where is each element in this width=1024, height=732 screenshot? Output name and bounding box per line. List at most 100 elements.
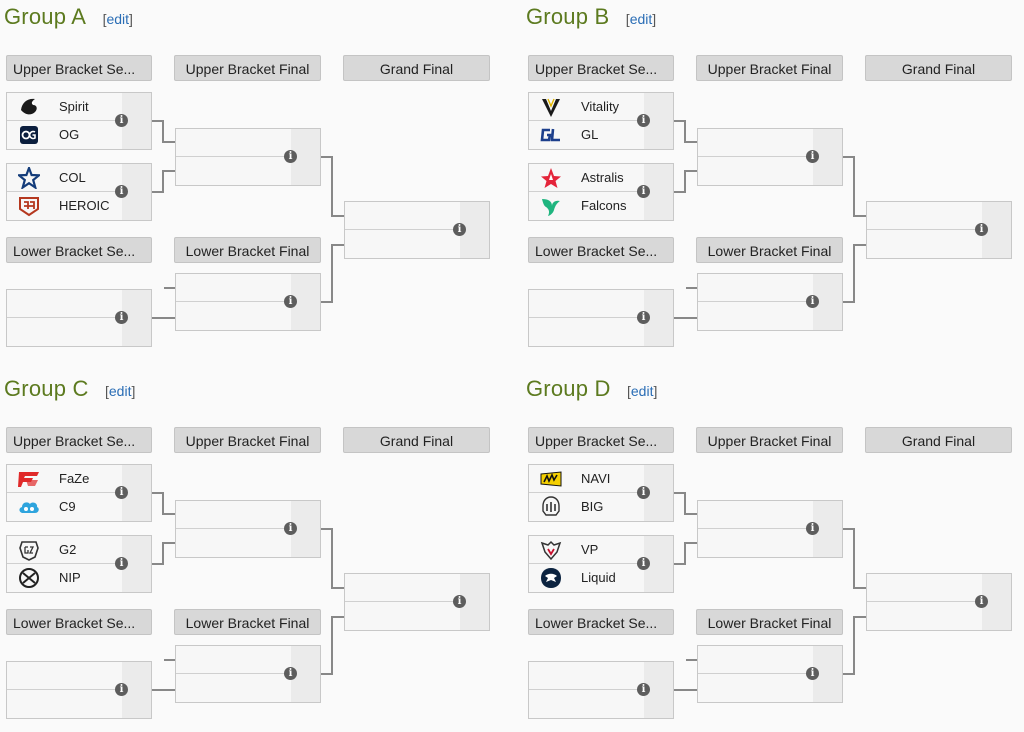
info-icon[interactable]: i — [453, 223, 466, 236]
spirit-logo-icon — [21, 98, 37, 115]
team-slot-empty[interactable] — [698, 274, 814, 302]
info-icon[interactable]: i — [637, 683, 650, 696]
connector-line — [331, 616, 344, 618]
team-slot[interactable]: COL — [7, 164, 123, 192]
team-slot[interactable]: VP — [529, 536, 645, 564]
edit-link-wrapper: [edit] — [625, 11, 657, 27]
info-icon[interactable]: i — [284, 522, 297, 535]
team-slot-empty[interactable] — [7, 662, 123, 690]
team-slot-empty[interactable] — [698, 674, 814, 702]
team-slot-empty[interactable] — [345, 202, 461, 230]
team-slot-empty[interactable] — [176, 129, 292, 157]
info-icon[interactable]: i — [806, 295, 819, 308]
team-slot[interactable]: Falcons — [529, 192, 645, 220]
team-slot[interactable]: Vitality — [529, 93, 645, 121]
team-slot-empty[interactable] — [529, 690, 645, 718]
team-slot-empty[interactable] — [867, 602, 983, 630]
connector-line — [853, 617, 855, 675]
info-icon[interactable]: i — [284, 150, 297, 163]
info-icon[interactable]: i — [637, 185, 650, 198]
match-lower-final: i — [175, 273, 321, 331]
connector-line — [853, 215, 866, 217]
team-slot-empty[interactable] — [698, 302, 814, 330]
info-icon[interactable]: i — [115, 557, 128, 570]
info-icon[interactable]: i — [806, 667, 819, 680]
match-upper-semi-2: COL HEROIC i — [6, 163, 152, 221]
team-slot[interactable]: Spirit — [7, 93, 123, 121]
edit-link[interactable]: edit — [106, 11, 130, 27]
info-icon[interactable]: i — [975, 223, 988, 236]
match-upper-semi-1: Spirit OG i — [6, 92, 152, 150]
connector-line — [331, 587, 344, 589]
team-slot-empty[interactable] — [867, 230, 983, 258]
header-lower-final: Lower Bracket Final — [696, 237, 843, 263]
connector-line — [152, 492, 163, 494]
connector-line — [162, 170, 175, 172]
info-icon[interactable]: i — [115, 114, 128, 127]
info-icon[interactable]: i — [115, 185, 128, 198]
info-icon[interactable]: i — [115, 311, 128, 324]
info-icon[interactable]: i — [115, 683, 128, 696]
team-slot[interactable]: BIG — [529, 493, 645, 521]
team-slot-empty[interactable] — [698, 157, 814, 185]
edit-link[interactable]: edit — [108, 383, 132, 399]
team-slot-empty[interactable] — [345, 574, 461, 602]
info-icon[interactable]: i — [637, 311, 650, 324]
info-icon[interactable]: i — [453, 595, 466, 608]
info-icon[interactable]: i — [284, 295, 297, 308]
team-slot[interactable]: Astralis — [529, 164, 645, 192]
team-slot-empty[interactable] — [7, 318, 123, 346]
team-slot-empty[interactable] — [176, 529, 292, 557]
team-slot[interactable]: GL — [529, 121, 645, 149]
team-slot[interactable]: NAVI — [529, 465, 645, 493]
info-icon[interactable]: i — [637, 557, 650, 570]
match-upper-semi-2: Astralis Falcons i — [528, 163, 674, 221]
team-slot-empty[interactable] — [529, 662, 645, 690]
edit-link[interactable]: edit — [629, 11, 653, 27]
match-lower-final: i — [175, 645, 321, 703]
team-slot[interactable]: G2 — [7, 536, 123, 564]
team-slot-empty[interactable] — [867, 574, 983, 602]
team-slot-empty[interactable] — [176, 157, 292, 185]
connector-line — [164, 287, 175, 289]
header-grand-final: Grand Final — [865, 427, 1012, 453]
team-slot-empty[interactable] — [529, 318, 645, 346]
team-slot-empty[interactable] — [698, 529, 814, 557]
team-slot-empty[interactable] — [7, 690, 123, 718]
team-slot-empty[interactable] — [176, 302, 292, 330]
info-icon[interactable]: i — [975, 595, 988, 608]
connector-line — [686, 287, 697, 289]
connector-line — [674, 191, 685, 193]
team-slot[interactable]: C9 — [7, 493, 123, 521]
team-slot-empty[interactable] — [345, 602, 461, 630]
connector-line — [162, 513, 175, 515]
team-slot[interactable]: FaZe — [7, 465, 123, 493]
edit-link[interactable]: edit — [630, 383, 654, 399]
team-slot-empty[interactable] — [698, 129, 814, 157]
team-slot-empty[interactable] — [176, 646, 292, 674]
info-icon[interactable]: i — [637, 486, 650, 499]
team-slot-empty[interactable] — [176, 674, 292, 702]
team-slot-empty[interactable] — [698, 646, 814, 674]
connector-line — [152, 563, 163, 565]
team-slot[interactable]: HEROIC — [7, 192, 123, 220]
match-grand-final: i — [344, 201, 490, 259]
info-icon[interactable]: i — [806, 522, 819, 535]
info-icon[interactable]: i — [806, 150, 819, 163]
header-upper-final: Upper Bracket Final — [174, 55, 321, 81]
team-slot-empty[interactable] — [176, 501, 292, 529]
info-icon[interactable]: i — [284, 667, 297, 680]
team-slot-empty[interactable] — [698, 501, 814, 529]
team-slot-empty[interactable] — [7, 290, 123, 318]
team-slot-empty[interactable] — [867, 202, 983, 230]
team-slot[interactable]: NIP — [7, 564, 123, 592]
connector-line — [162, 141, 175, 143]
team-slot-empty[interactable] — [345, 230, 461, 258]
team-slot[interactable]: Liquid — [529, 564, 645, 592]
info-icon[interactable]: i — [637, 114, 650, 127]
team-slot[interactable]: OG — [7, 121, 123, 149]
info-icon[interactable]: i — [115, 486, 128, 499]
team-slot-empty[interactable] — [176, 274, 292, 302]
connector-line — [684, 171, 686, 193]
team-slot-empty[interactable] — [529, 290, 645, 318]
